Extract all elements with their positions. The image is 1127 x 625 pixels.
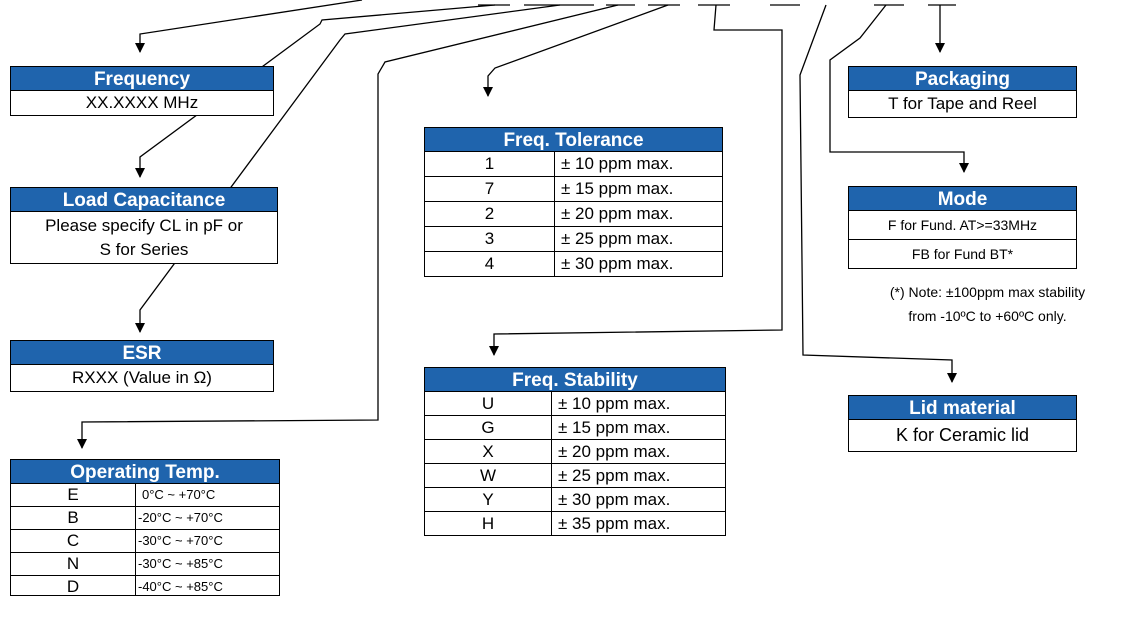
stability-value: ± 35 ppm max. <box>558 514 671 533</box>
table-row: D -40°C ~ +85°C <box>10 576 280 596</box>
temp-range: 0°C ~ +70°C <box>142 487 216 502</box>
table-row: 2 ± 20 ppm max. <box>424 202 723 227</box>
stability-code: Y <box>425 488 552 511</box>
packaging-box: Packaging T for Tape and Reel <box>848 66 1077 118</box>
table-row: G ± 15 ppm max. <box>424 416 726 440</box>
stability-code: H <box>425 512 552 535</box>
stability-value: ± 25 ppm max. <box>558 466 671 485</box>
table-row: E 0°C ~ +70°C <box>10 484 280 507</box>
tolerance-value: ± 15 ppm max. <box>561 179 674 198</box>
table-row: B -20°C ~ +70°C <box>10 507 280 530</box>
packaging-header: Packaging <box>848 66 1077 91</box>
connector-operating-temp <box>77 4 619 449</box>
load-capacitance-line1: Please specify CL in pF or <box>45 216 243 235</box>
table-row: X ± 20 ppm max. <box>424 440 726 464</box>
frequency-box: Frequency XX.XXXX MHz <box>10 66 274 116</box>
table-row: N -30°C ~ +85°C <box>10 553 280 576</box>
tolerance-code: 7 <box>425 177 555 201</box>
stability-value: ± 10 ppm max. <box>558 394 671 413</box>
temp-code: N <box>11 553 136 575</box>
connector-freq-tolerance <box>483 4 669 97</box>
esr-box: ESR RXXX (Value in Ω) <box>10 340 274 392</box>
temp-code: C <box>11 530 136 552</box>
table-row: 4 ± 30 ppm max. <box>424 252 723 277</box>
stability-value: ± 15 ppm max. <box>558 418 671 437</box>
stability-code: W <box>425 464 552 487</box>
table-row: U ± 10 ppm max. <box>424 392 726 416</box>
packaging-value: T for Tape and Reel <box>848 91 1077 118</box>
lid-material-header: Lid material <box>848 395 1077 420</box>
lid-material-value: K for Ceramic lid <box>848 420 1077 452</box>
mode-header: Mode <box>848 186 1077 211</box>
connector-mode <box>829 4 969 173</box>
connector-load-capacitance <box>135 4 496 178</box>
temp-range: -30°C ~ +70°C <box>138 533 223 548</box>
freq-tolerance-table: Freq. Tolerance 1 ± 10 ppm max. 7 ± 15 p… <box>424 127 723 277</box>
tolerance-value: ± 20 ppm max. <box>561 204 674 223</box>
table-row: 3 ± 25 ppm max. <box>424 227 723 252</box>
temp-range: -40°C ~ +85°C <box>138 579 223 594</box>
operating-temp-table: Operating Temp. E 0°C ~ +70°C B -20°C ~ … <box>10 459 280 596</box>
stability-value: ± 20 ppm max. <box>558 442 671 461</box>
note-line2: from -10ºC to +60ºC only. <box>908 308 1067 324</box>
temp-range: -20°C ~ +70°C <box>138 510 223 525</box>
freq-stability-table: Freq. Stability U ± 10 ppm max. G ± 15 p… <box>424 367 726 536</box>
connector-freq-stability <box>489 4 783 356</box>
freq-stability-header: Freq. Stability <box>424 367 726 392</box>
tolerance-value: ± 10 ppm max. <box>561 154 674 173</box>
stability-value: ± 30 ppm max. <box>558 490 671 509</box>
connector-frequency <box>135 0 363 53</box>
mode-row-1: F for Fund. AT>=33MHz <box>848 211 1077 240</box>
temp-code: B <box>11 507 136 529</box>
tolerance-code: 1 <box>425 152 555 176</box>
load-capacitance-box: Load Capacitance Please specify CL in pF… <box>10 187 278 264</box>
stability-code: X <box>425 440 552 463</box>
table-row: C -30°C ~ +70°C <box>10 530 280 553</box>
connector-lid-material <box>799 4 957 383</box>
operating-temp-header: Operating Temp. <box>10 459 280 484</box>
frequency-value: XX.XXXX MHz <box>10 91 274 116</box>
freq-tolerance-header: Freq. Tolerance <box>424 127 723 152</box>
tolerance-code: 4 <box>425 252 555 276</box>
tolerance-code: 3 <box>425 227 555 251</box>
mode-row-2: FB for Fund BT* <box>848 240 1077 269</box>
tolerance-value: ± 30 ppm max. <box>561 254 674 273</box>
table-row: 1 ± 10 ppm max. <box>424 152 723 177</box>
table-row: Y ± 30 ppm max. <box>424 488 726 512</box>
tolerance-value: ± 25 ppm max. <box>561 229 674 248</box>
stability-note: (*) Note: ±100ppm max stability from -10… <box>848 280 1127 328</box>
stability-code: U <box>425 392 552 415</box>
frequency-header: Frequency <box>10 66 274 91</box>
load-capacitance-line2: S for Series <box>99 240 189 259</box>
table-row: W ± 25 ppm max. <box>424 464 726 488</box>
connector-esr <box>135 4 561 333</box>
temp-range: -30°C ~ +85°C <box>138 556 223 571</box>
note-line1: (*) Note: ±100ppm max stability <box>889 284 1086 300</box>
temp-code: E <box>11 484 136 506</box>
mode-box: Mode F for Fund. AT>=33MHz FB for Fund B… <box>848 186 1077 269</box>
load-capacitance-body: Please specify CL in pF or S for Series <box>10 212 278 264</box>
esr-value: RXXX (Value in Ω) <box>10 365 274 392</box>
lid-material-box: Lid material K for Ceramic lid <box>848 395 1077 452</box>
esr-header: ESR <box>10 340 274 365</box>
load-capacitance-header: Load Capacitance <box>10 187 278 212</box>
stability-code: G <box>425 416 552 439</box>
table-row: 7 ± 15 ppm max. <box>424 177 723 202</box>
tolerance-code: 2 <box>425 202 555 226</box>
temp-code: D <box>11 576 136 595</box>
table-row: H ± 35 ppm max. <box>424 512 726 536</box>
